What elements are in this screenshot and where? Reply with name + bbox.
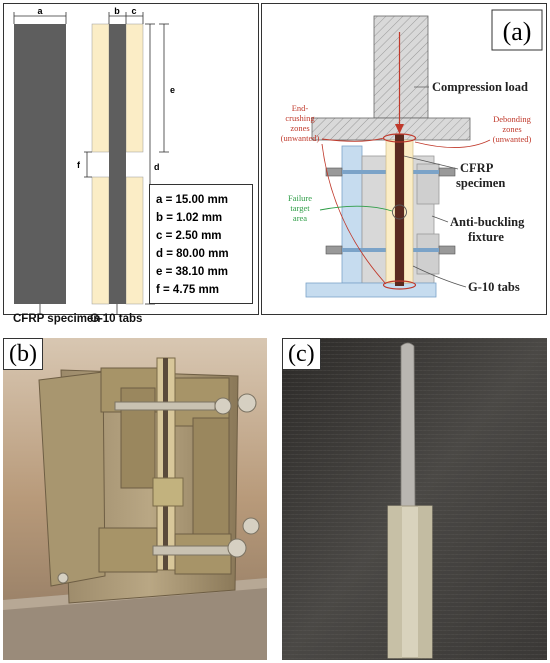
fixture-photo	[3, 338, 267, 660]
dimension-legend: a = 15.00 mm b = 1.02 mm c = 2.50 mm d =…	[149, 184, 253, 304]
label-g10-tabs-a: G-10 tabs	[468, 280, 520, 294]
legend-row-b: b = 1.02 mm	[156, 212, 223, 224]
specimen-photo	[282, 338, 547, 660]
label-anti-buckling-1: Anti-buckling	[450, 215, 525, 229]
fixture-left-plate	[341, 145, 363, 284]
dimension-drawing: a b c e d f	[13, 6, 175, 316]
loading-head-plate	[311, 117, 471, 141]
label-failure-3: area	[293, 213, 307, 223]
legend-row-e: e = 38.10 mm	[156, 266, 228, 278]
schematic-panel-a: (a) Compression load End- crushing zones…	[261, 3, 547, 315]
panel-c-letter: (c)	[282, 338, 321, 370]
fixture-right-block-lower	[416, 233, 440, 275]
compression-fixture-schematic: (a) Compression load End- crushing zones…	[281, 9, 543, 298]
label-cfrp-1: CFRP	[460, 161, 494, 175]
label-end-crushing-1: End-	[292, 103, 309, 113]
label-debonding-1: Debonding	[493, 114, 532, 124]
tab-lower-right	[125, 176, 144, 305]
tabbed-specimen-strip	[109, 24, 126, 304]
dim-label-c: c	[131, 6, 136, 16]
panel-b-letter: (b)	[3, 338, 43, 370]
photo-panel-c	[282, 338, 547, 660]
tab-upper-left	[91, 23, 110, 153]
photo-panel-b	[3, 338, 267, 660]
schematic-cfrp-specimen	[395, 134, 404, 286]
dim-label-a: a	[37, 6, 43, 16]
loading-head-stem	[373, 15, 429, 119]
dimension-drawing-panel: a b c e d f a = 15.00 mm b =	[3, 3, 259, 316]
legend-row-a: a = 15.00 mm	[156, 194, 228, 206]
tab-lower-left	[91, 176, 110, 305]
schematic-tab-left	[385, 139, 396, 284]
dim-label-d: d	[154, 162, 160, 172]
dim-label-e: e	[170, 85, 175, 95]
label-compression-load: Compression load	[432, 80, 528, 94]
label-debonding-3: (unwanted)	[493, 134, 532, 144]
legend-row-c: c = 2.50 mm	[156, 230, 222, 242]
legend-row-f: f = 4.75 mm	[156, 284, 219, 296]
dim-label-b: b	[114, 6, 120, 16]
cfrp-specimen-strip	[14, 24, 66, 304]
fixture-base	[305, 282, 437, 298]
label-g10-tabs: G-10 tabs	[90, 313, 143, 325]
label-end-crushing-3: zones	[290, 123, 309, 133]
dim-label-f: f	[77, 160, 81, 170]
schematic-tab-right	[403, 139, 414, 284]
panel-a-letter: (a)	[503, 17, 532, 46]
label-cfrp-specimen: CFRP specimen	[13, 313, 101, 325]
legend-row-d: d = 80.00 mm	[156, 248, 229, 260]
label-end-crushing-4: (unwanted)	[281, 133, 320, 143]
tab-upper-right	[125, 23, 144, 153]
label-debonding-2: zones	[502, 124, 521, 134]
label-cfrp-2: specimen	[456, 176, 505, 190]
label-end-crushing-2: crushing	[285, 113, 315, 123]
label-failure-2: target	[290, 203, 310, 213]
label-anti-buckling-2: fixture	[468, 230, 504, 244]
label-failure-1: Failure	[288, 193, 312, 203]
